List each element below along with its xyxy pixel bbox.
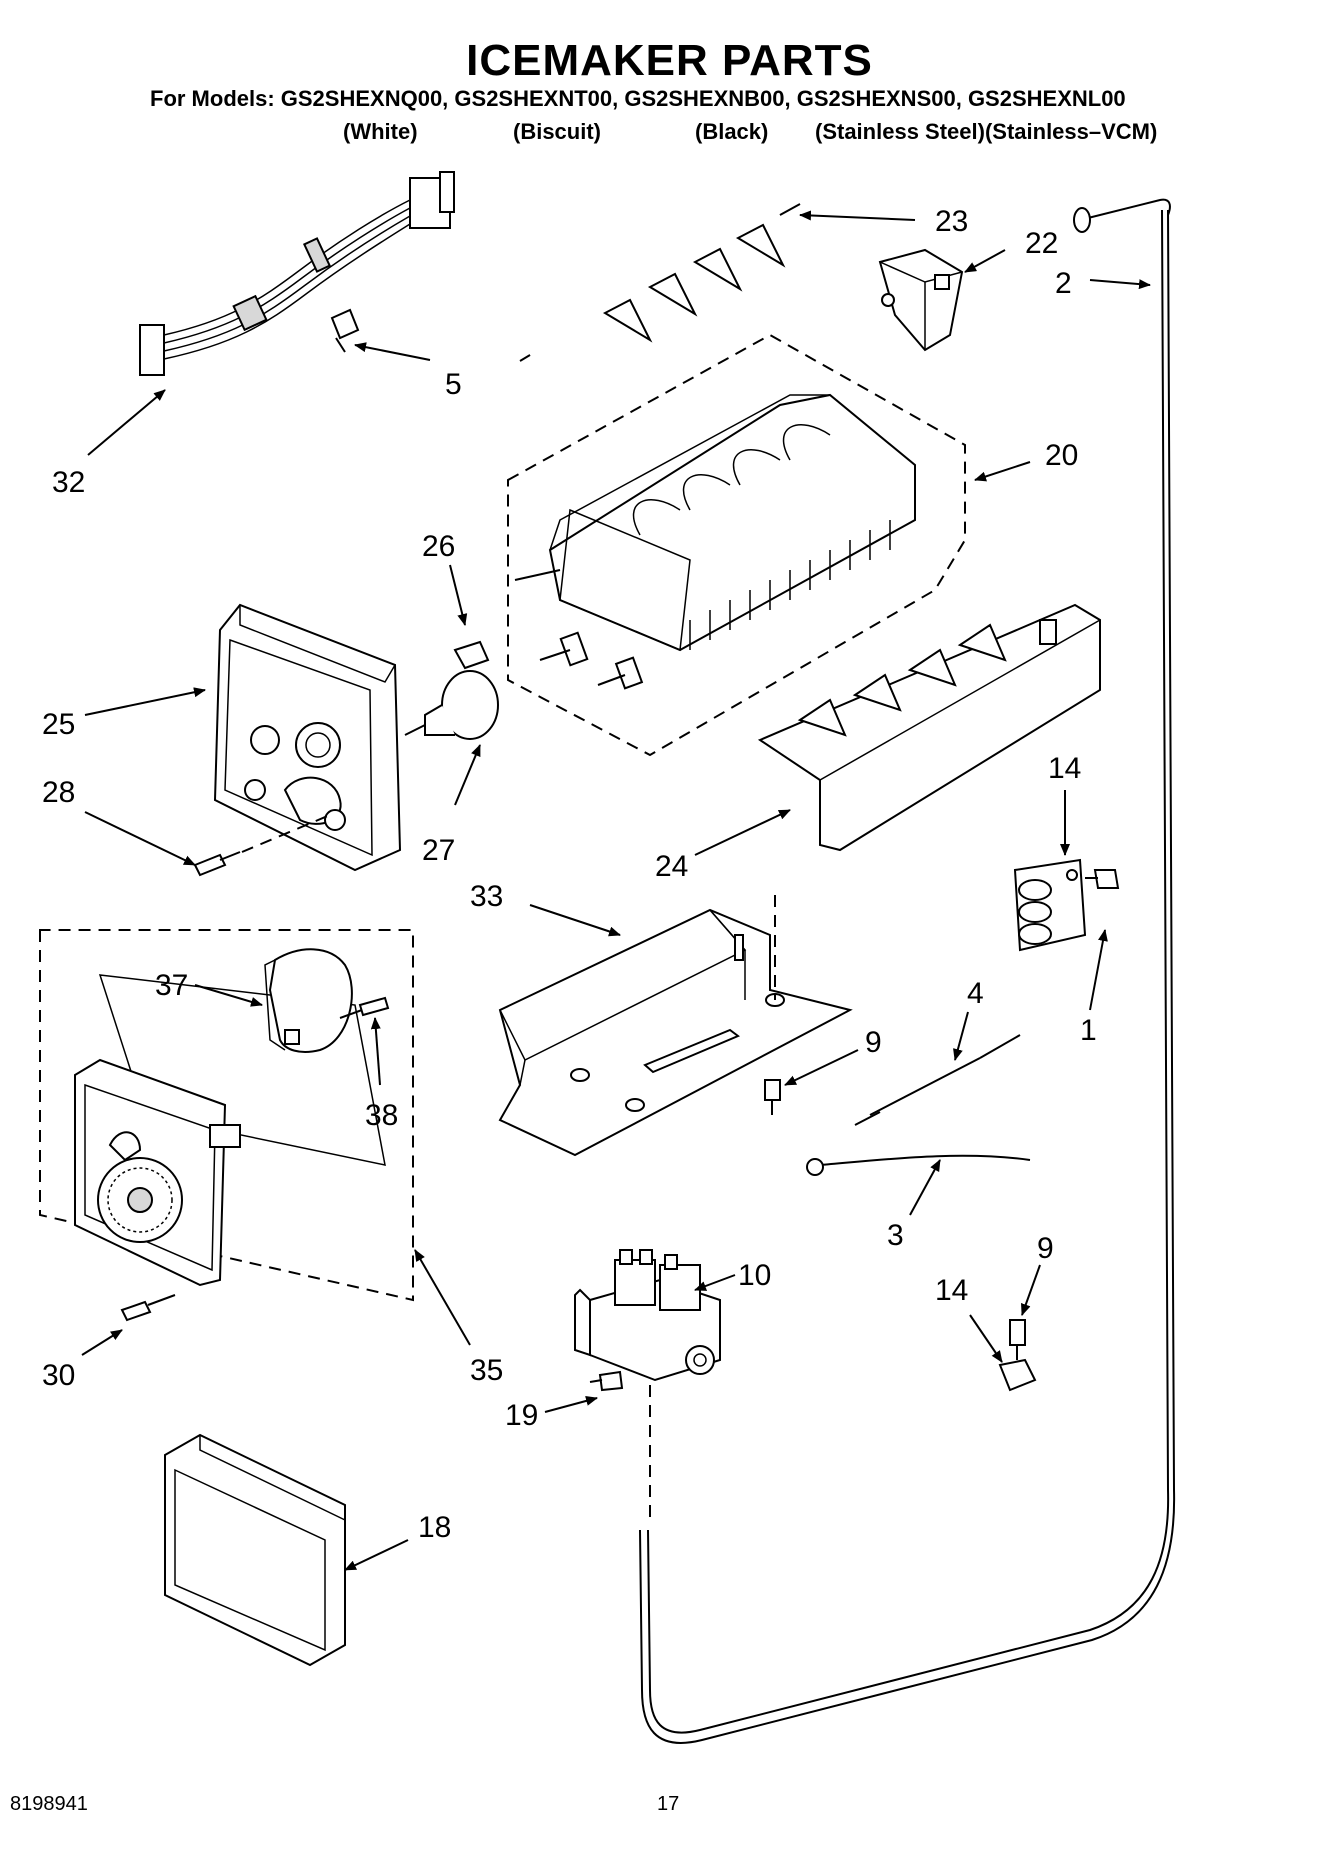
callout-5: 5 xyxy=(445,368,462,401)
callout-1: 1 xyxy=(1080,1014,1097,1047)
variant-black: (Black) xyxy=(695,119,769,144)
callout-25: 25 xyxy=(42,708,75,741)
screw-30 xyxy=(120,1294,176,1322)
icemaker-housing xyxy=(213,603,402,872)
water-valve xyxy=(574,1249,721,1382)
callout-18: 18 xyxy=(418,1511,451,1544)
callout-35: 35 xyxy=(470,1354,503,1387)
screw-1 xyxy=(1085,869,1120,889)
variant-biscuit: (Biscuit) xyxy=(513,119,601,144)
module-group-outline xyxy=(39,929,414,1302)
page-title: ICEMAKER PARTS xyxy=(466,36,873,85)
callout-30: 30 xyxy=(42,1359,75,1392)
callout-26: 26 xyxy=(422,530,455,563)
callout-14-upper: 14 xyxy=(1048,752,1081,785)
variant-white: (White) xyxy=(343,119,418,144)
callout-9-lower: 9 xyxy=(1037,1232,1054,1265)
callout-28: 28 xyxy=(42,776,75,809)
screw-9-center xyxy=(764,1079,781,1115)
harness-clip xyxy=(330,308,360,353)
leader-lines xyxy=(81,210,1151,1571)
models-line: For Models: GS2SHEXNQ00, GS2SHEXNT00, GS… xyxy=(150,86,1126,111)
screw-9-lower xyxy=(1009,1319,1026,1360)
callout-20: 20 xyxy=(1045,439,1078,472)
callout-24: 24 xyxy=(655,850,688,883)
control-module xyxy=(74,1058,241,1287)
callout-9-center: 9 xyxy=(865,1026,882,1059)
callout-27: 27 xyxy=(422,834,455,867)
cover-box xyxy=(164,1433,346,1667)
ice-mold-group-outline xyxy=(507,333,966,757)
callout-4: 4 xyxy=(967,977,984,1010)
bracket-14-lower xyxy=(998,1358,1037,1392)
callout-38: 38 xyxy=(365,1099,398,1132)
callout-2: 2 xyxy=(1055,267,1072,300)
screw-28 xyxy=(193,814,331,877)
screw-38 xyxy=(339,996,390,1019)
ice-mold xyxy=(514,393,916,690)
page-number: 17 xyxy=(657,1793,680,1815)
thermostat xyxy=(404,670,499,740)
long-tube xyxy=(639,198,1176,1744)
callout-37: 37 xyxy=(155,969,188,1002)
callout-22: 22 xyxy=(1025,227,1058,260)
bracket-cover xyxy=(498,895,853,1157)
variant-stainless: (Stainless Steel)(Stainless–VCM) xyxy=(815,119,1158,144)
ejector-shaft xyxy=(519,203,801,362)
fill-tube-connector xyxy=(854,1034,1021,1126)
callout-labels: 23 22 2 5 32 20 26 25 28 27 24 14 33 37 … xyxy=(42,205,1097,1544)
motor xyxy=(264,948,353,1053)
callout-19: 19 xyxy=(505,1399,538,1432)
heater-wire xyxy=(806,1154,1031,1176)
small-clip xyxy=(453,640,490,670)
callout-10: 10 xyxy=(738,1259,771,1292)
shaft-cover xyxy=(878,248,964,352)
document-number: 8198941 xyxy=(10,1793,88,1815)
callout-32: 32 xyxy=(52,466,85,499)
wire-harness xyxy=(139,171,455,376)
bracket-14-upper xyxy=(1013,858,1087,952)
screw-19 xyxy=(589,1370,651,1520)
callout-33: 33 xyxy=(470,880,503,913)
callout-23: 23 xyxy=(935,205,968,238)
callout-3: 3 xyxy=(887,1219,904,1252)
ice-stripper xyxy=(757,603,1101,852)
callout-14-lower: 14 xyxy=(935,1274,968,1307)
